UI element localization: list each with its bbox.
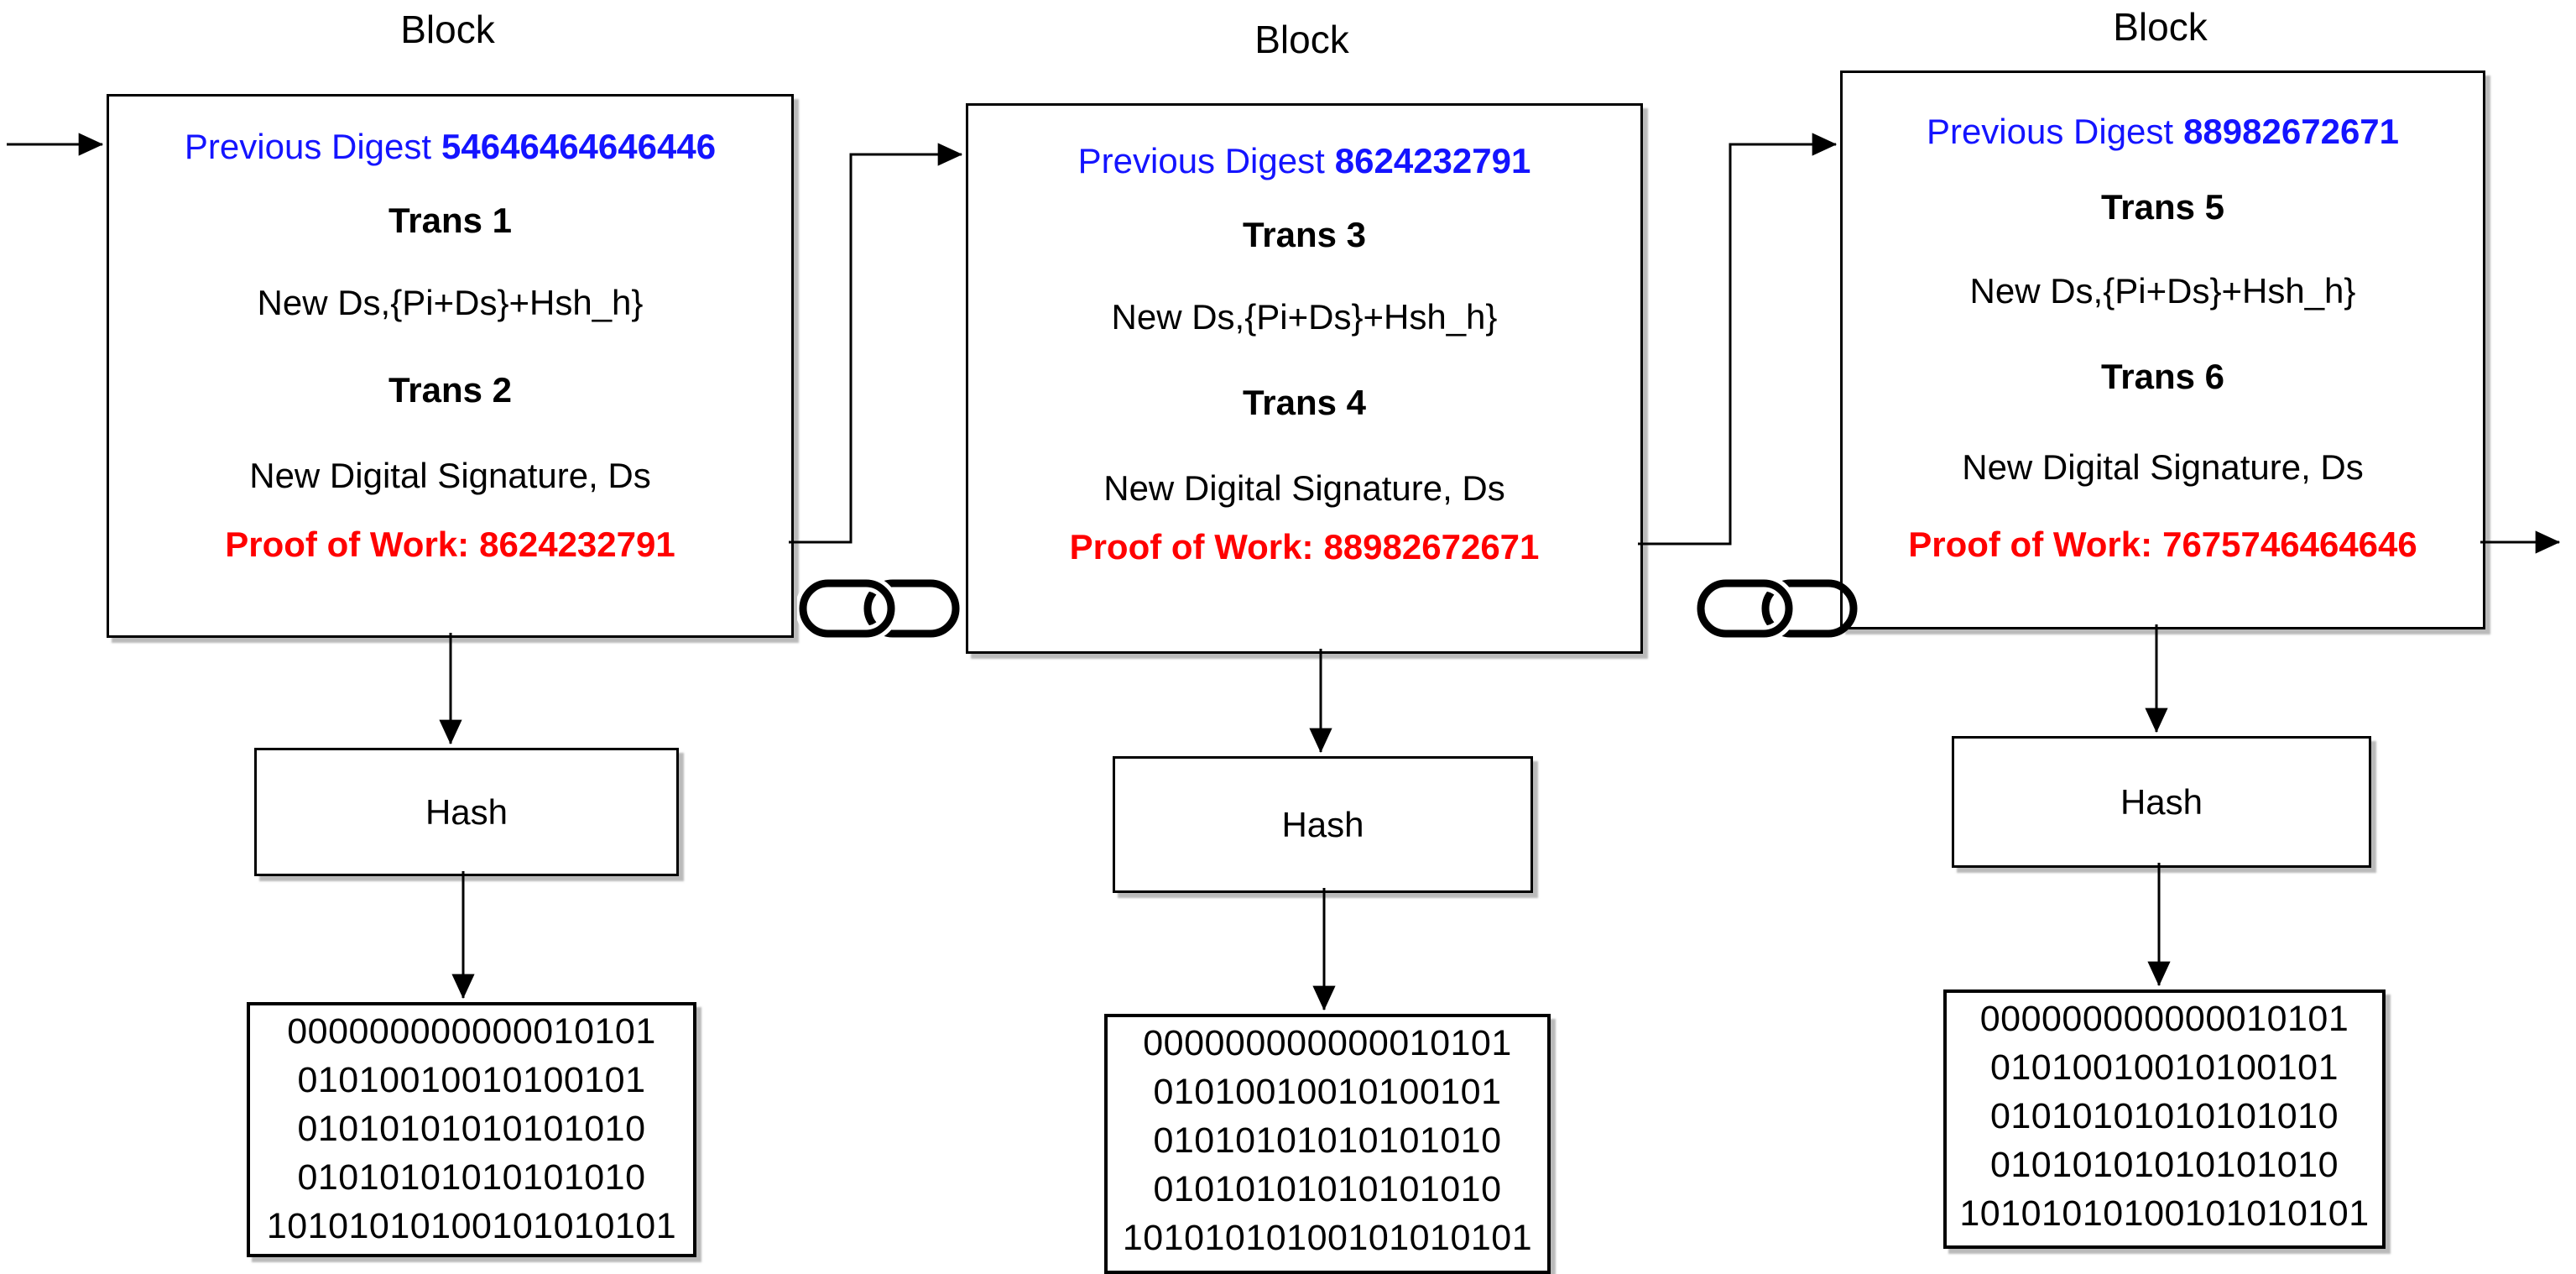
- binary-row: 01010101010101010: [1153, 1120, 1502, 1161]
- binary-row: 10101010100101010101: [1122, 1218, 1533, 1258]
- trans-label: Trans 5: [2100, 187, 2225, 227]
- previous-digest-value: 54646464646446: [441, 127, 717, 166]
- binary-row: 01010101010101010: [1989, 1145, 2339, 1185]
- binary-row: 01010101010101010: [1153, 1169, 1502, 1209]
- proof-of-work-label: Proof of Work:: [1069, 527, 1314, 567]
- hash-label: Hash: [2120, 781, 2203, 822]
- proof-of-work-value: 88982672671: [1323, 527, 1540, 567]
- binary-row: 01010010010100101: [297, 1060, 646, 1100]
- chain-link-icon: [1692, 575, 1859, 644]
- binary-output-box: 000000000000010101 01010010010100101 010…: [1943, 989, 2386, 1249]
- proof-of-work-value: 7675746464646: [2162, 525, 2417, 564]
- binary-row: 01010101010101010: [1989, 1096, 2339, 1136]
- trans-value: New Ds,{Pi+Ds}+Hsh_h}: [1969, 271, 2356, 311]
- trans-value: New Digital Signature, Ds: [1962, 447, 2364, 487]
- previous-digest-value: 8624232791: [1334, 141, 1531, 180]
- binary-row: 10101010100101010101: [266, 1206, 677, 1246]
- block1-to-block2-arrow: [789, 143, 963, 544]
- trans-value: New Digital Signature, Ds: [249, 456, 651, 495]
- block2-to-block3-arrow: [1638, 133, 1838, 546]
- trans-value: New Ds,{Pi+Ds}+Hsh_h}: [1111, 297, 1498, 337]
- proof-of-work-label: Proof of Work:: [1908, 525, 2153, 564]
- proof-of-work-label: Proof of Work:: [225, 525, 470, 564]
- proof-of-work-line: Proof of Work:8624232791: [109, 525, 791, 565]
- hash-box: Hash: [1952, 736, 2371, 868]
- trans-label: Trans 2: [388, 370, 513, 410]
- hash-label: Hash: [1281, 804, 1364, 844]
- binary-row: 01010101010101010: [297, 1157, 646, 1198]
- proof-of-work-line: Proof of Work:7675746464646: [1843, 525, 2483, 565]
- previous-digest-label: Previous Digest: [1926, 112, 2174, 151]
- trans-label: Trans 6: [2100, 357, 2225, 396]
- trans-value: New Digital Signature, Ds: [1103, 468, 1505, 508]
- block-title: Block: [2113, 5, 2208, 49]
- binary-row: 01010010010100101: [1989, 1047, 2339, 1088]
- hash-label: Hash: [425, 791, 508, 832]
- binary-row: 01010010010100101: [1153, 1072, 1502, 1112]
- previous-digest-value: 88982672671: [2183, 112, 2400, 151]
- proof-of-work-value: 8624232791: [479, 525, 675, 564]
- hash-box: Hash: [254, 748, 679, 876]
- binary-row: 10101010100101010101: [1959, 1193, 2370, 1234]
- trans-label: Trans 4: [1242, 383, 1367, 422]
- binary-row: 000000000000010101: [1979, 999, 2349, 1039]
- previous-digest-label: Previous Digest: [1077, 141, 1325, 180]
- binary-row: 000000000000010101: [1143, 1023, 1512, 1063]
- block-title: Block: [400, 8, 495, 51]
- chain-link-icon: [795, 575, 962, 644]
- trans-label: Trans 1: [388, 201, 513, 240]
- trans-value: New Ds,{Pi+Ds}+Hsh_h}: [257, 283, 644, 322]
- block-title: Block: [1254, 18, 1349, 61]
- hash-box: Hash: [1113, 756, 1533, 893]
- binary-output-box: 000000000000010101 01010010010100101 010…: [1104, 1014, 1551, 1274]
- binary-row: 01010101010101010: [297, 1109, 646, 1149]
- binary-row: 000000000000010101: [287, 1011, 656, 1052]
- previous-digest-label: Previous Digest: [184, 127, 432, 166]
- trans-label: Trans 3: [1242, 215, 1367, 254]
- binary-output-box: 000000000000010101 01010010010100101 010…: [247, 1002, 696, 1257]
- proof-of-work-line: Proof of Work:88982672671: [968, 527, 1640, 567]
